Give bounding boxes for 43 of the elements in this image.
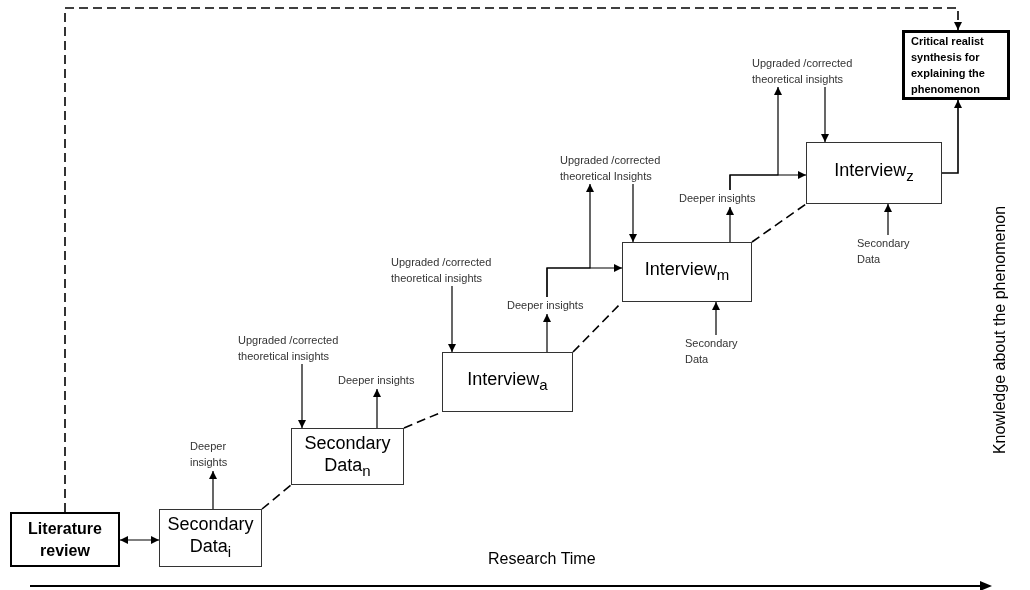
arrow — [543, 313, 551, 353]
process-box — [159, 509, 262, 567]
process-box — [291, 428, 404, 485]
arrow — [373, 388, 381, 429]
process-box — [806, 142, 942, 204]
process-box — [902, 30, 1010, 100]
process-box — [622, 242, 752, 302]
annotation-text: Deeper insights — [679, 190, 769, 206]
arrow — [884, 203, 892, 236]
annotation-text: Upgraded /corrected theoretical insights — [238, 332, 358, 364]
box-label: Interview$_{a}$ — [467, 368, 548, 395]
annotation-text: Upgraded /corrected theoretical insights — [752, 55, 872, 87]
dashed-connector — [64, 7, 962, 513]
arrow — [941, 99, 962, 174]
arrow — [546, 183, 594, 298]
annotation-text: Upgraded /corrected theoretical Insights — [560, 152, 680, 184]
box-label: Interview$_{m}$ — [644, 258, 730, 285]
axis-label: Knowledge about the phenomenon — [991, 205, 1009, 455]
arrow — [448, 285, 456, 353]
box-label: Secondary Data$_{n}$ — [303, 431, 392, 481]
annotation-text: Deeper insights — [507, 297, 597, 313]
annotation-text: Secondary Data — [685, 335, 745, 367]
axis-label: Research Time — [488, 550, 596, 568]
arrow — [629, 183, 637, 243]
arrow — [209, 470, 217, 510]
process-box — [442, 352, 573, 412]
arrow — [119, 536, 160, 544]
box-label: Literature review — [27, 518, 103, 561]
arrow — [729, 86, 782, 191]
annotation-text: Secondary Data — [857, 235, 917, 267]
arrow — [726, 206, 734, 243]
arrow — [821, 86, 829, 143]
annotation-text: Deeper insights — [338, 372, 428, 388]
arrow — [712, 301, 720, 336]
box-label: Secondary Data$_{i}$ — [166, 513, 255, 562]
annotation-text: Deeper insights — [190, 438, 240, 470]
arrow — [298, 363, 306, 429]
annotation-text: Upgraded /corrected theoretical insights — [391, 254, 511, 286]
box-label: Critical realist synthesis for explaining the phenomenon — [910, 34, 986, 97]
box-label: Interview$_{z}$ — [834, 159, 914, 186]
process-box — [10, 512, 120, 567]
dashed-connector — [261, 484, 292, 510]
dashed-connector — [751, 203, 807, 243]
